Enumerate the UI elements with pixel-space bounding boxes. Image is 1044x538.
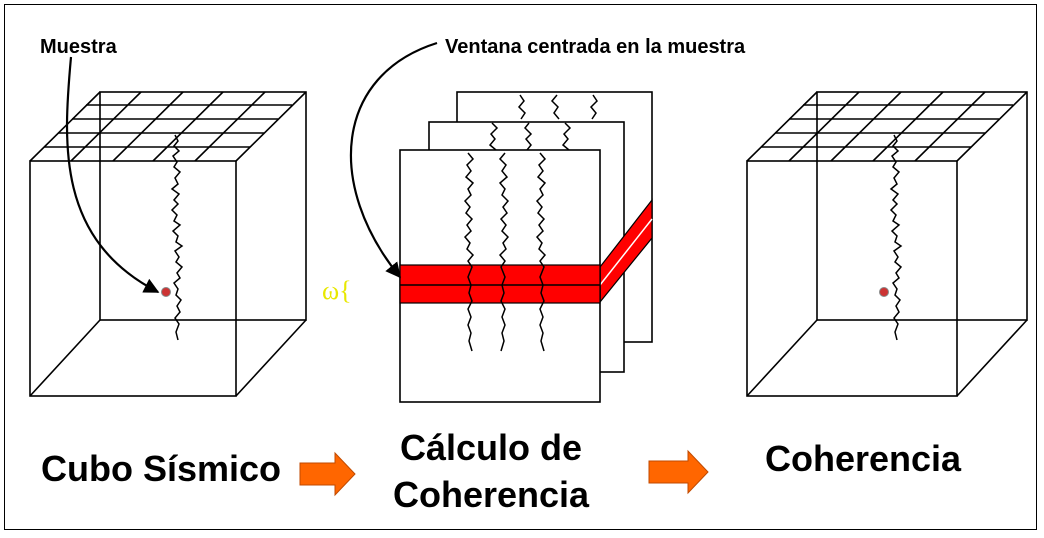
- muestra-pointer-arrow: [65, 56, 160, 293]
- ventana-pointer-arrow: [349, 41, 438, 279]
- cube-front-face: [29, 160, 237, 397]
- window-panels: [399, 91, 653, 403]
- ventana-label: Ventana centrada en la muestra: [445, 36, 746, 58]
- cube-top-grid: [761, 91, 1013, 162]
- window-omega-label: ω{: [322, 276, 352, 305]
- cube-top-grid: [44, 91, 292, 162]
- cube-front-face: [746, 160, 958, 397]
- muestra-label: Muestra: [40, 36, 118, 58]
- cube-back-face: [816, 91, 1028, 321]
- sample-point: [161, 287, 171, 297]
- window-traces: [463, 94, 598, 352]
- flow-arrow-1: [299, 451, 356, 497]
- coherence-diagram: ω{ Muestra Ventana centrada en la muestr…: [29, 36, 1028, 515]
- coherencia-label: Coherencia: [765, 438, 962, 479]
- cube-back-face: [99, 91, 307, 321]
- seismic-cube: [29, 91, 307, 397]
- analysis-window: [399, 264, 601, 304]
- coherence-cube: [746, 91, 1028, 397]
- calculo-label-line2: Coherencia: [393, 474, 590, 515]
- calculo-label-line1: Cálculo de: [400, 427, 582, 468]
- coherence-sample-point: [879, 287, 889, 297]
- cubo-sismico-label: Cubo Sísmico: [41, 448, 281, 489]
- diagram-frame: ω{ Muestra Ventana centrada en la muestr…: [4, 4, 1037, 530]
- flow-arrow-2: [648, 449, 709, 495]
- coherence-trace: [889, 134, 903, 341]
- seismic-trace: [170, 134, 184, 341]
